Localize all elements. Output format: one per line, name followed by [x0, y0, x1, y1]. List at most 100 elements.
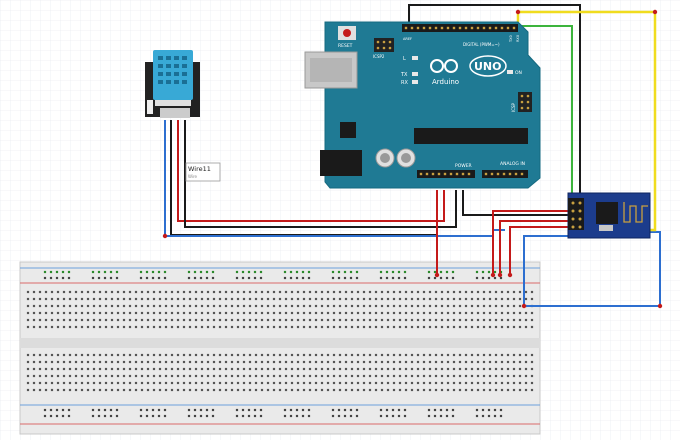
- breadboard-hole: [266, 325, 270, 329]
- rail-hole: [211, 408, 215, 412]
- breadboard-hole: [146, 374, 150, 378]
- rail-hole: [103, 270, 107, 274]
- breadboard-hole: [476, 297, 480, 301]
- breadboard-hole: [194, 304, 198, 308]
- breadboard-hole: [116, 304, 120, 308]
- breadboard-hole: [200, 360, 204, 364]
- rail-hole: [337, 408, 341, 412]
- rail-hole: [157, 408, 161, 412]
- breadboard-hole: [260, 367, 264, 371]
- rail-hole: [43, 414, 47, 418]
- wire-dht-vcc[interactable]: [177, 120, 445, 222]
- breadboard-hole: [530, 318, 534, 322]
- digital-pin: [452, 26, 456, 30]
- arduino-uno-board[interactable]: RESET ICSP2 DIGITAL (PWM=~) AREF TX0 RX0…: [304, 21, 541, 189]
- breadboard-hole: [344, 353, 348, 357]
- breadboard-hole: [416, 388, 420, 392]
- breadboard-hole: [302, 318, 306, 322]
- breadboard-hole: [50, 388, 54, 392]
- breadboard[interactable]: [19, 261, 541, 435]
- breadboard-hole: [128, 325, 132, 329]
- esp8266-module[interactable]: [567, 192, 651, 239]
- breadboard-hole: [422, 304, 426, 308]
- breadboard-hole: [194, 290, 198, 294]
- breadboard-hole: [164, 325, 168, 329]
- breadboard-hole: [218, 297, 222, 301]
- breadboard-hole: [104, 297, 108, 301]
- wire-3v3-esp[interactable]: [492, 210, 570, 275]
- wire-blue-loop[interactable]: [524, 231, 661, 307]
- breadboard-hole: [470, 325, 474, 329]
- breadboard-hole: [476, 318, 480, 322]
- breadboard-hole: [422, 297, 426, 301]
- breadboard-hole: [26, 353, 30, 357]
- wire-en-esp[interactable]: [509, 226, 570, 275]
- dht11-sensor[interactable]: [145, 50, 200, 118]
- breadboard-hole: [224, 311, 228, 315]
- rail-hole: [355, 276, 359, 280]
- breadboard-hole: [326, 325, 330, 329]
- breadboard-hole: [224, 374, 228, 378]
- power-jack: [320, 150, 362, 176]
- breadboard-hole: [182, 374, 186, 378]
- breadboard-hole: [248, 304, 252, 308]
- breadboard-hole: [506, 325, 510, 329]
- breadboard-hole: [206, 367, 210, 371]
- rail-hole: [193, 270, 197, 274]
- breadboard-hole: [236, 318, 240, 322]
- led-on: [507, 70, 513, 74]
- breadboard-hole: [392, 353, 396, 357]
- power-pin: [425, 172, 429, 176]
- analog-pin: [490, 172, 494, 176]
- digital-pin: [446, 26, 450, 30]
- rail-hole: [295, 408, 299, 412]
- breadboard-hole: [158, 381, 162, 385]
- breadboard-hole: [44, 360, 48, 364]
- breadboard-hole: [470, 318, 474, 322]
- breadboard-hole: [140, 388, 144, 392]
- breadboard-hole: [188, 311, 192, 315]
- analog-pin: [496, 172, 500, 176]
- rail-hole: [331, 408, 335, 412]
- wire-dht-gnd-2[interactable]: [184, 120, 457, 228]
- breadboard-hole: [200, 304, 204, 308]
- breadboard-hole: [134, 290, 138, 294]
- breadboard-hole: [278, 381, 282, 385]
- breadboard-hole: [320, 367, 324, 371]
- breadboard-hole: [32, 360, 36, 364]
- wire-blue-esp[interactable]: [523, 235, 570, 306]
- rail-hole: [349, 270, 353, 274]
- breadboard-hole: [506, 360, 510, 364]
- rail-hole: [187, 414, 191, 418]
- wire-gnd-esp[interactable]: [462, 190, 568, 216]
- breadboard-hole: [494, 318, 498, 322]
- breadboard-hole: [176, 360, 180, 364]
- rail-hole: [451, 414, 455, 418]
- breadboard-hole: [344, 374, 348, 378]
- breadboard-hole: [86, 304, 90, 308]
- breadboard-hole: [86, 297, 90, 301]
- breadboard-hole: [86, 388, 90, 392]
- breadboard-hole: [476, 325, 480, 329]
- breadboard-hole: [344, 290, 348, 294]
- breadboard-hole: [410, 325, 414, 329]
- breadboard-hole: [404, 374, 408, 378]
- breadboard-hole: [452, 367, 456, 371]
- breadboard-hole: [80, 374, 84, 378]
- wire-rst-esp[interactable]: [499, 220, 570, 275]
- rail-hole: [151, 414, 155, 418]
- breadboard-hole: [290, 311, 294, 315]
- breadboard-hole: [368, 311, 372, 315]
- breadboard-hole: [68, 353, 72, 357]
- breadboard-hole: [290, 290, 294, 294]
- breadboard-hole: [92, 318, 96, 322]
- breadboard-hole: [248, 325, 252, 329]
- breadboard-hole: [248, 367, 252, 371]
- breadboard-hole: [338, 304, 342, 308]
- breadboard-hole: [170, 360, 174, 364]
- breadboard-hole: [266, 381, 270, 385]
- breadboard-hole: [272, 311, 276, 315]
- wire-green-rx[interactable]: [520, 25, 573, 200]
- breadboard-hole: [500, 325, 504, 329]
- breadboard-hole: [236, 325, 240, 329]
